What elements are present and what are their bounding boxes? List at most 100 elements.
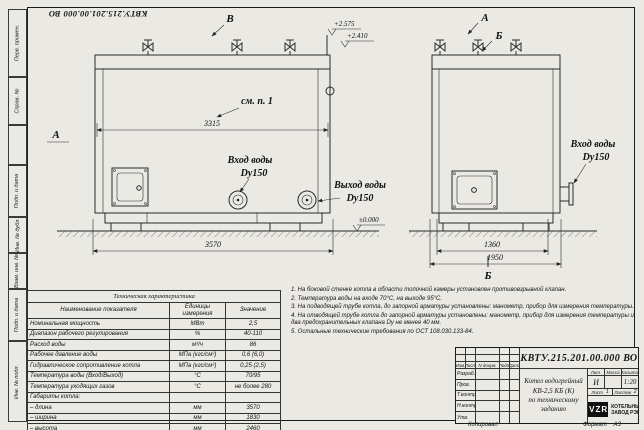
row-prov: Пров. <box>456 379 476 391</box>
cell-units: мм <box>169 402 226 414</box>
cell-value: 0,6 (6,0) <box>224 349 282 361</box>
cell-units: МВт <box>169 318 226 330</box>
format-label: Формат А3 <box>583 422 621 428</box>
ground-hatch <box>409 231 597 237</box>
margin-field-podp-data-1: Подп. и дата <box>8 165 27 217</box>
cell-value: 0,25 (2,5) <box>224 360 282 372</box>
kvzr-logo: KVZR <box>588 402 609 417</box>
level-2575-label: +2.575 <box>334 20 355 28</box>
margin-field-perv-primen: Перв. примен. <box>8 9 27 77</box>
cell-name: Температура воды (Вход/Выход) <box>27 370 170 382</box>
drawing-frame <box>27 7 635 421</box>
table-row: Габариты котла: <box>27 391 282 403</box>
water-inlet-side-label: Вход воды <box>570 139 616 150</box>
technical-drawing: 3315 3570 +2.575 +2.410 ±0.000 см. п. 1 … <box>47 12 616 282</box>
dim-1360-label: 1360 <box>484 240 500 249</box>
row-tkontr: Т.контр. <box>456 390 476 402</box>
tech-header-units: Единицы измерения <box>169 302 226 319</box>
cell-value: 86 <box>224 339 282 351</box>
sheet-label: Лист <box>591 389 603 395</box>
cell-units: м³/ч <box>169 339 226 351</box>
cell-value: 2460 <box>224 423 282 430</box>
copied-label: Копировал <box>468 422 498 428</box>
cell-units: МПа (кгс/см²) <box>169 360 226 372</box>
water-outlet-dn: Dy150 <box>346 193 374 204</box>
dim-3315-label: 3315 <box>203 119 220 128</box>
water-outlet-flange-front <box>297 190 317 210</box>
view-mark-b-top: Б <box>495 30 503 42</box>
cell-units: мм <box>169 412 226 424</box>
lit-value: И <box>588 376 605 389</box>
mass-label: Масса <box>605 369 622 376</box>
cell-value: 2,5 <box>224 318 282 330</box>
product-name-line: Котел водогрейный <box>524 377 583 386</box>
company-name: КОТЕЛЬНЫЙ ЗАВОД РЭП <box>611 404 638 416</box>
scale-label: Масштаб <box>622 369 638 376</box>
valve-icon <box>284 39 296 56</box>
cell-name: Номинальная мощность <box>27 318 170 330</box>
cell-units: мм <box>169 423 226 430</box>
valve-icon <box>472 39 484 56</box>
valve-icon <box>510 39 522 56</box>
see-item-callout: см. п. 1 <box>241 96 273 107</box>
company-name-line: КОТЕЛЬНЫЙ <box>611 403 638 410</box>
level-2410-label: +2.410 <box>347 32 368 40</box>
tech-table-title: Техническая характеристика <box>26 290 282 303</box>
cell-name: Рабочее давление воды <box>27 349 170 361</box>
cell-value <box>224 391 282 403</box>
margin-field-empty <box>8 125 27 165</box>
tech-characteristics-table: Техническая характеристика Наименование … <box>26 290 282 430</box>
front-view-marks: В А <box>47 13 234 143</box>
technical-notes: 1. На боковой стенке котла в области топ… <box>291 287 635 337</box>
product-name-line: КВ-2,5 КБ (К) <box>532 386 575 395</box>
view-mark-a-top: А <box>480 12 488 24</box>
side-view-marks: А Б Б <box>467 12 503 282</box>
section-mark-a-left: А <box>51 129 59 141</box>
format-value: А3 <box>613 422 621 428</box>
cell-value: 3570 <box>224 402 282 414</box>
dim-3570-label: 3570 <box>204 240 221 249</box>
table-row: Диапазон рабочего регулирования%40-110 <box>27 328 282 340</box>
cell-value: 1830 <box>224 412 282 424</box>
row-razrab: Разраб. <box>456 369 476 380</box>
note-1: 1. На боковой стенке котла в области топ… <box>291 287 567 293</box>
col-list: Лист <box>466 362 476 369</box>
burner-door-side <box>451 170 498 210</box>
title-block: Изм. Лист N докум. Подп. Дата Разраб. Пр… <box>455 347 639 424</box>
water-inlet-side-dn: Dy150 <box>582 152 610 163</box>
margin-field-podp-data-2: Подп. и дата <box>8 289 27 341</box>
front-callouts: см. п. 1 Вход воды Dy150 Выход воды Dy15… <box>216 96 386 204</box>
col-podp: Подп. <box>500 362 510 369</box>
note-5: 5. Остальные технические требования по О… <box>291 328 474 335</box>
margin-field-label: Инв. № подл. <box>14 364 21 399</box>
cell-units <box>169 391 226 403</box>
water-inlet-flange-front <box>228 190 248 210</box>
cell-name: – высота <box>27 423 170 430</box>
col-docnum: N докум. <box>476 362 500 369</box>
tech-header-name: Наименование показателя <box>27 302 170 319</box>
side-callouts: Вход воды Dy150 <box>570 139 616 184</box>
valve-icon <box>142 39 154 56</box>
scale-value: 1:20 <box>622 376 638 389</box>
cell-name: Диапазон рабочего регулирования <box>27 328 170 340</box>
water-outlet-label: Выход воды <box>333 180 386 191</box>
row-nkontr: Н.контр. <box>456 401 476 413</box>
margin-field-label: Инв. № дубл. <box>14 218 21 252</box>
valve-icon <box>231 39 243 56</box>
cell-name: Габариты котла: <box>27 391 170 403</box>
cell-value: не более 280 <box>224 381 282 393</box>
company-name-line: ЗАВОД РЭП <box>611 409 638 416</box>
product-name-line: по техническому заданию <box>528 396 579 414</box>
margin-field-label: Взам. инв. № <box>14 253 21 289</box>
side-dimensions: 1360 1950 <box>429 219 562 268</box>
cell-units: °С <box>169 370 226 382</box>
sheets-total: Листов 2 <box>613 389 638 396</box>
margin-field-inv-dubl: Инв. № дубл. <box>8 217 27 253</box>
